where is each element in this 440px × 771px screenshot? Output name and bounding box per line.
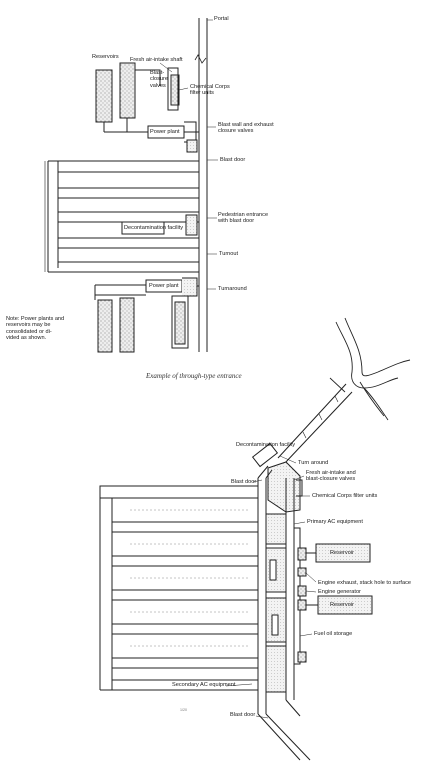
label-fresh-air-intake-valves: Fresh air-intake and blast-closure valve… — [306, 470, 356, 483]
label-blast-wall-exhaust: Blast wall and exhaust closure valves — [218, 122, 274, 135]
label-turnout: Turnout — [219, 251, 239, 257]
label-primary-ac: Primary AC equipment — [307, 519, 363, 525]
upper-branch-tunnels — [44, 160, 199, 273]
upper-decontamination-block — [121, 214, 198, 236]
upper-reservoirs — [95, 62, 171, 136]
upper-power-plant-2 — [145, 277, 199, 297]
label-lower-chemical-filter: Chemical Corps filter units — [312, 493, 378, 499]
lower-exit-adit — [257, 699, 311, 761]
label-lower-decontamination: Decontamination facility — [236, 442, 296, 448]
label-reservoir-1: Reservoir — [330, 550, 354, 556]
upper-power-plant-1 — [147, 121, 199, 143]
upper-note: Note: Power plants and reservoirs may be… — [6, 316, 65, 342]
label-blast-door: Blast door — [220, 157, 246, 163]
upper-lower-reservoirs — [94, 284, 146, 353]
label-chemical-corps-filter-units: Chemical Corps filter units — [190, 84, 230, 97]
lower-branch-tunnels — [99, 485, 258, 691]
label-blast-closure-valves: Blast- closure valves — [150, 70, 169, 89]
upper-leader-lines — [159, 19, 218, 290]
upper-caption: Example of through-type entrance — [146, 372, 242, 380]
lower-decontamination — [251, 442, 279, 468]
lower-small-mark: 1/20 — [180, 708, 187, 712]
label-power-plant-upper: Power plant — [150, 129, 180, 135]
lower-surface-road — [329, 317, 411, 421]
label-power-plant-lower: Power plant — [149, 283, 179, 289]
lower-side-equipment — [294, 527, 307, 665]
lower-leader-lines — [225, 455, 317, 719]
label-fresh-air-intake-shaft: Fresh air-intake shaft — [130, 57, 183, 63]
upper-blast-door-area — [186, 139, 198, 153]
lower-entrance-adit — [277, 383, 353, 465]
label-reservoirs: Reservoirs — [92, 54, 119, 60]
lower-equipment-rooms — [265, 513, 287, 693]
label-turn-around: Turn around — [298, 460, 329, 466]
label-turnaround: Turnaround — [218, 286, 247, 292]
label-secondary-ac: Secondary AC equipment — [172, 682, 236, 688]
upper-main-tunnel — [194, 18, 208, 352]
label-pedestrian-entrance: Pedestrian entrance with blast door — [218, 212, 269, 225]
label-decontamination-facility: Decontamination facility — [124, 225, 184, 231]
lower-turnaround-head — [267, 461, 303, 513]
label-engine-exhaust: Engine exhaust, stack hole to surface — [318, 580, 411, 586]
label-blast-door-top: Blast door — [231, 479, 257, 485]
upper-filter-units — [167, 67, 180, 111]
label-blast-door-bottom: Blast door — [230, 712, 256, 718]
upper-turnaround — [171, 295, 189, 349]
label-engine-generator: Engine generator — [318, 589, 361, 595]
lower-reservoirs — [306, 543, 373, 615]
label-portal: Portal — [214, 16, 229, 22]
label-reservoir-2: Reservoir — [330, 602, 354, 608]
label-fuel-oil-storage: Fuel oil storage — [314, 631, 353, 637]
